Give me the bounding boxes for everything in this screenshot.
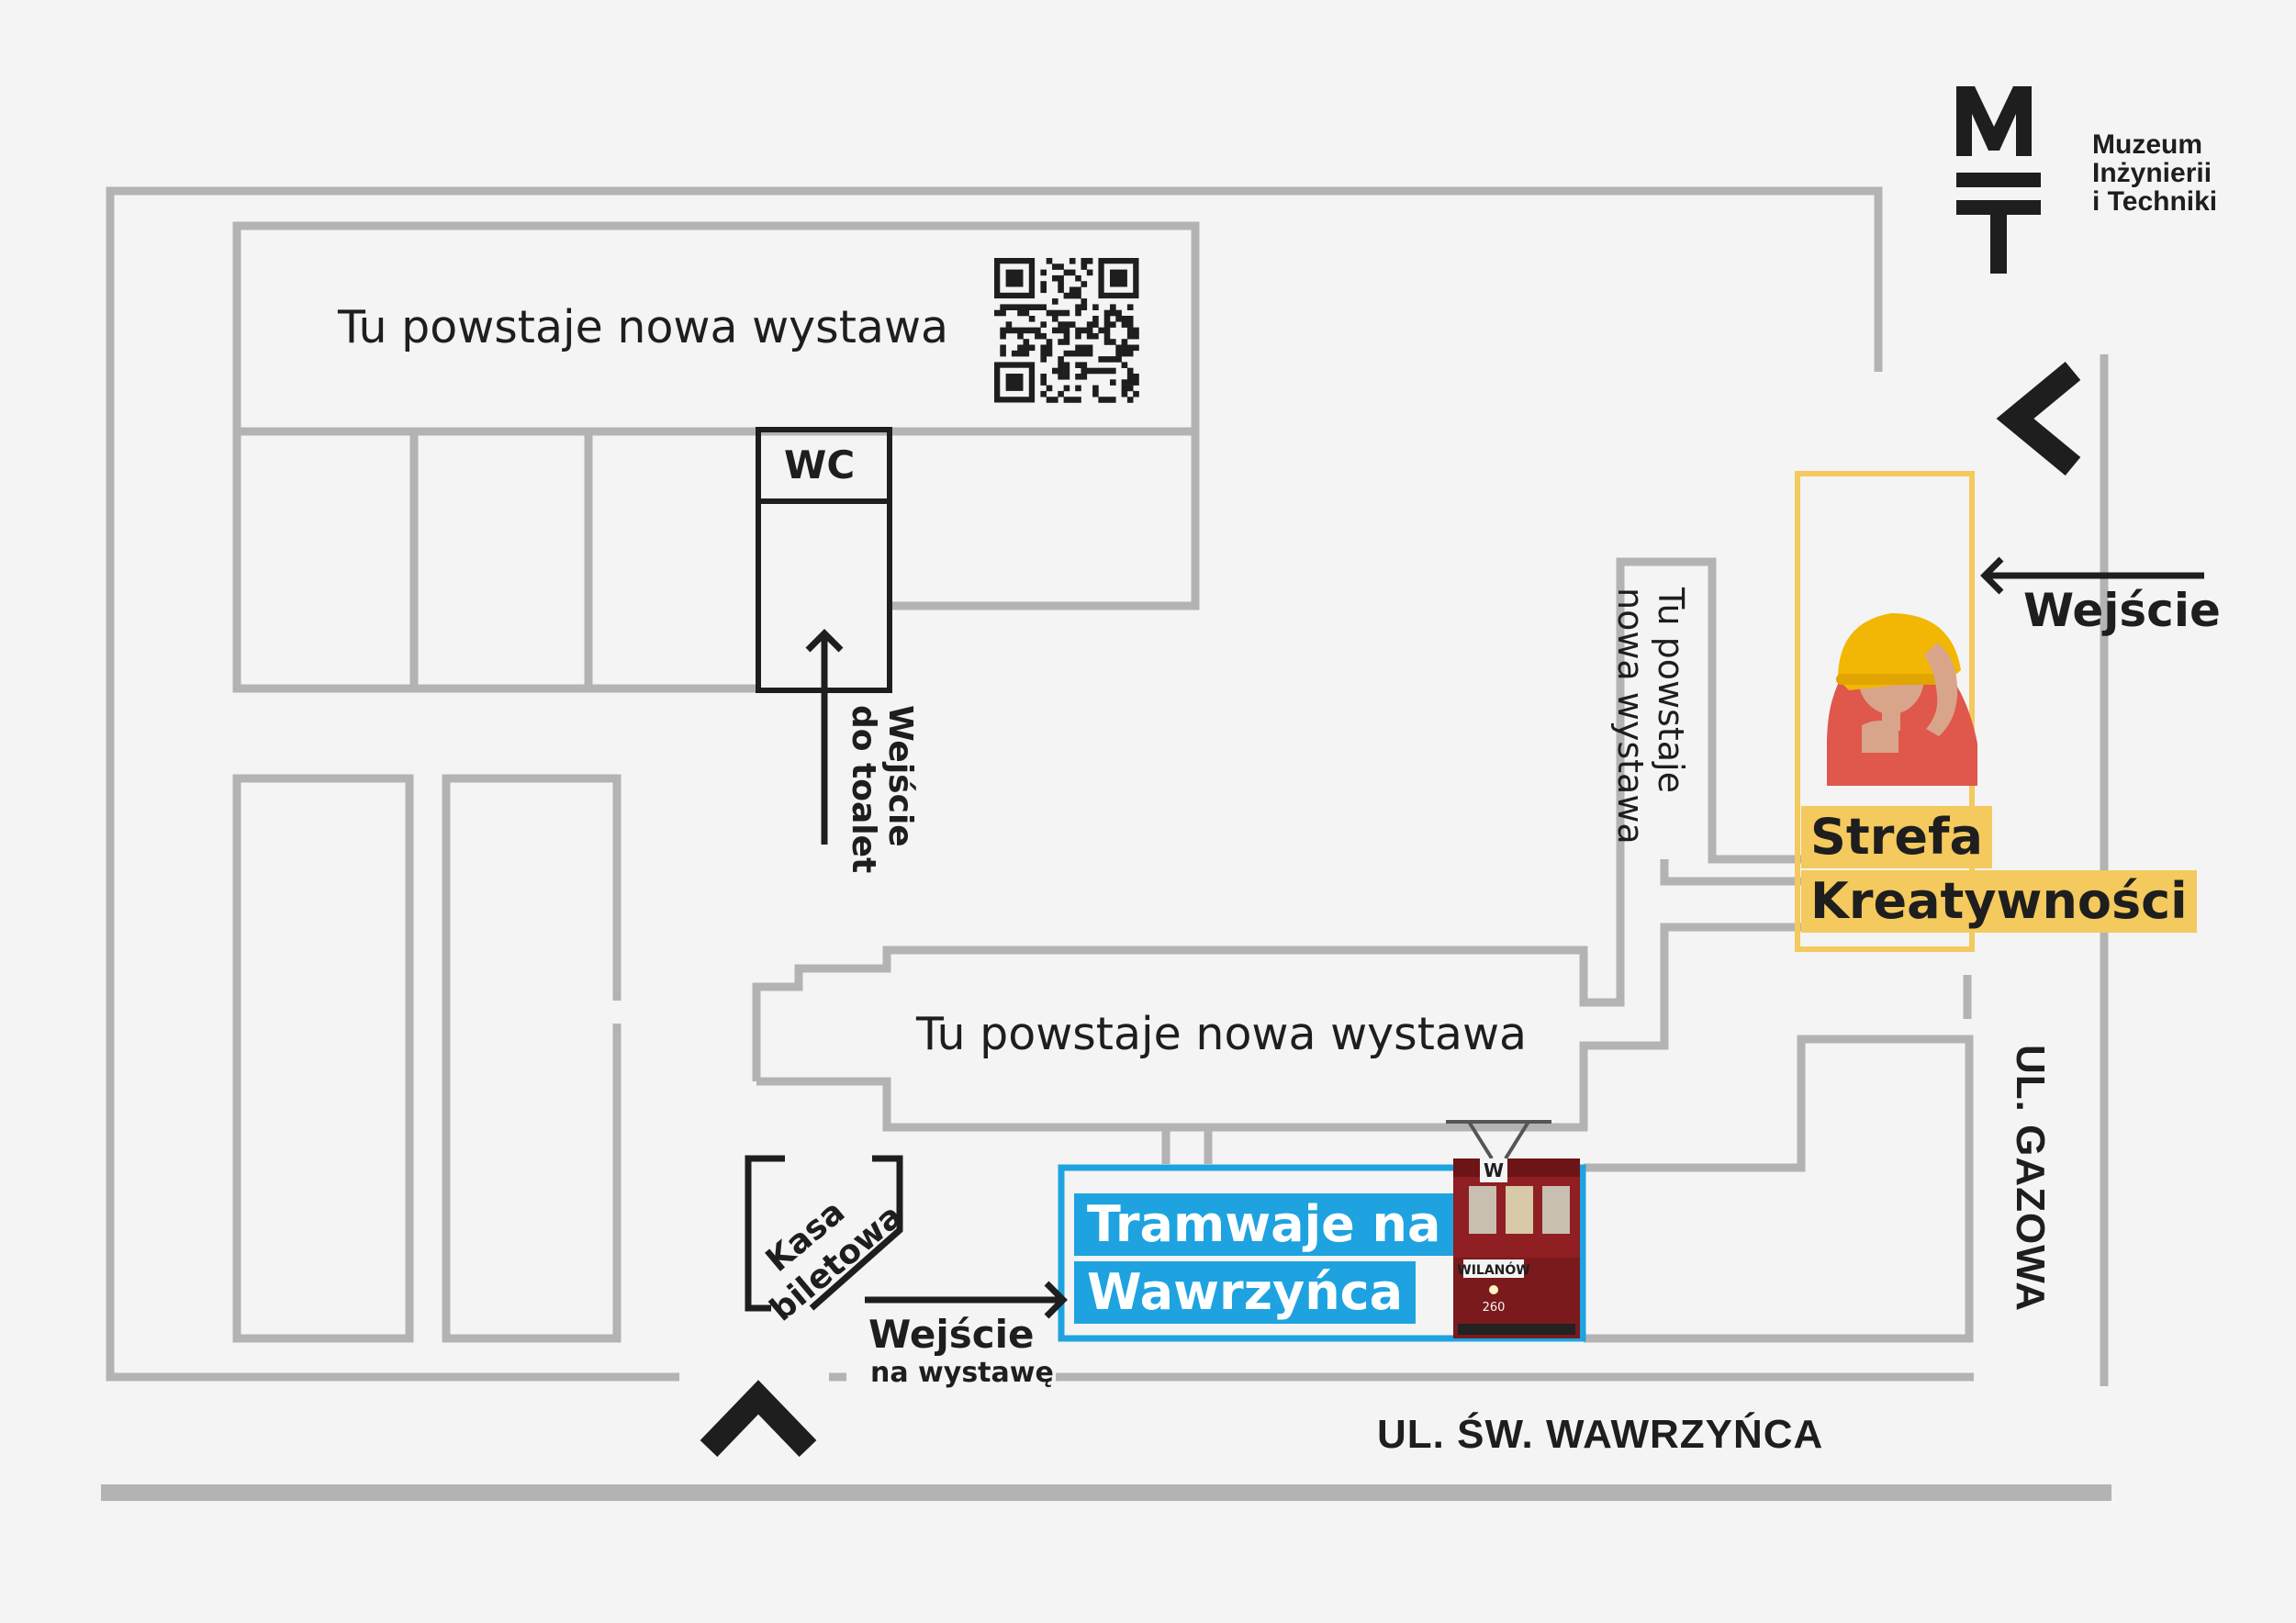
street-bottom-label: UL. ŚW. WAWRZYŃCA bbox=[1377, 1412, 1824, 1457]
qr-code-icon bbox=[994, 258, 1139, 403]
arrow-left-icon bbox=[1980, 556, 2204, 595]
ticket-office-booth bbox=[745, 1155, 903, 1312]
tram-number: 260 bbox=[1483, 1301, 1506, 1315]
logo-line: Muzeum bbox=[2092, 129, 2202, 160]
creative-zone-title: Strefa bbox=[1801, 806, 1992, 868]
top-exhibit-label: Tu powstaje nowa wystawa bbox=[338, 301, 949, 353]
creative-zone-tag: Strefa Kreatywności bbox=[1801, 806, 2197, 933]
tram-illustration: W WILANÓW 260 bbox=[1446, 1120, 1580, 1338]
arrow-up-icon bbox=[805, 629, 844, 845]
main-entrance-label: Wejście bbox=[2023, 584, 2221, 637]
logo-line: i Techniki bbox=[2092, 186, 2218, 217]
creative-zone-frame bbox=[1795, 471, 1975, 952]
creative-zone-title: Kreatywności bbox=[1801, 870, 2197, 933]
tram-zone-frame bbox=[1058, 1164, 1586, 1342]
toilet-entrance-label: Wejście do toalet bbox=[845, 705, 919, 874]
toilet-entrance-line: Wejście bbox=[881, 705, 919, 847]
street-right-label: UL. GAZOWA bbox=[2008, 1045, 2053, 1313]
wc-label: WC bbox=[784, 442, 856, 487]
logo-line: Inżynierii bbox=[2092, 158, 2212, 188]
middle-exhibit-label: Tu powstaje nowa wystawa bbox=[916, 1008, 1528, 1060]
tram-destination-sign: WILANÓW bbox=[1457, 1261, 1529, 1278]
museum-logo-text: Muzeum Inżynierii i Techniki bbox=[2092, 130, 2217, 216]
toilet-entrance-line: do toalet bbox=[845, 705, 882, 874]
side-exhibit-line: nowa wystawa bbox=[1610, 588, 1651, 845]
side-exhibit-line: Tu powstaje bbox=[1651, 588, 1691, 793]
entrance-chevron-left-icon bbox=[1996, 361, 2081, 476]
arrow-right-icon bbox=[865, 1281, 1068, 1319]
exhibition-entrance-label: Wejście bbox=[868, 1312, 1035, 1357]
tram-zone-tag: Tramwaje na Wawrzyńca bbox=[1074, 1193, 1454, 1324]
entrance-chevron-up-icon bbox=[700, 1380, 817, 1458]
museum-logo-mark bbox=[1956, 86, 2041, 274]
tram-zone-title: Tramwaje na bbox=[1074, 1193, 1454, 1256]
tram-zone-title: Wawrzyńca bbox=[1074, 1261, 1417, 1324]
child-hardhat-illustration bbox=[1827, 613, 1977, 786]
exhibition-entrance-sub-label: na wystawę bbox=[870, 1357, 1054, 1389]
side-exhibit-label: Tu powstaje nowa wystawa bbox=[1610, 588, 1691, 845]
svg-text:W: W bbox=[1484, 1159, 1504, 1181]
